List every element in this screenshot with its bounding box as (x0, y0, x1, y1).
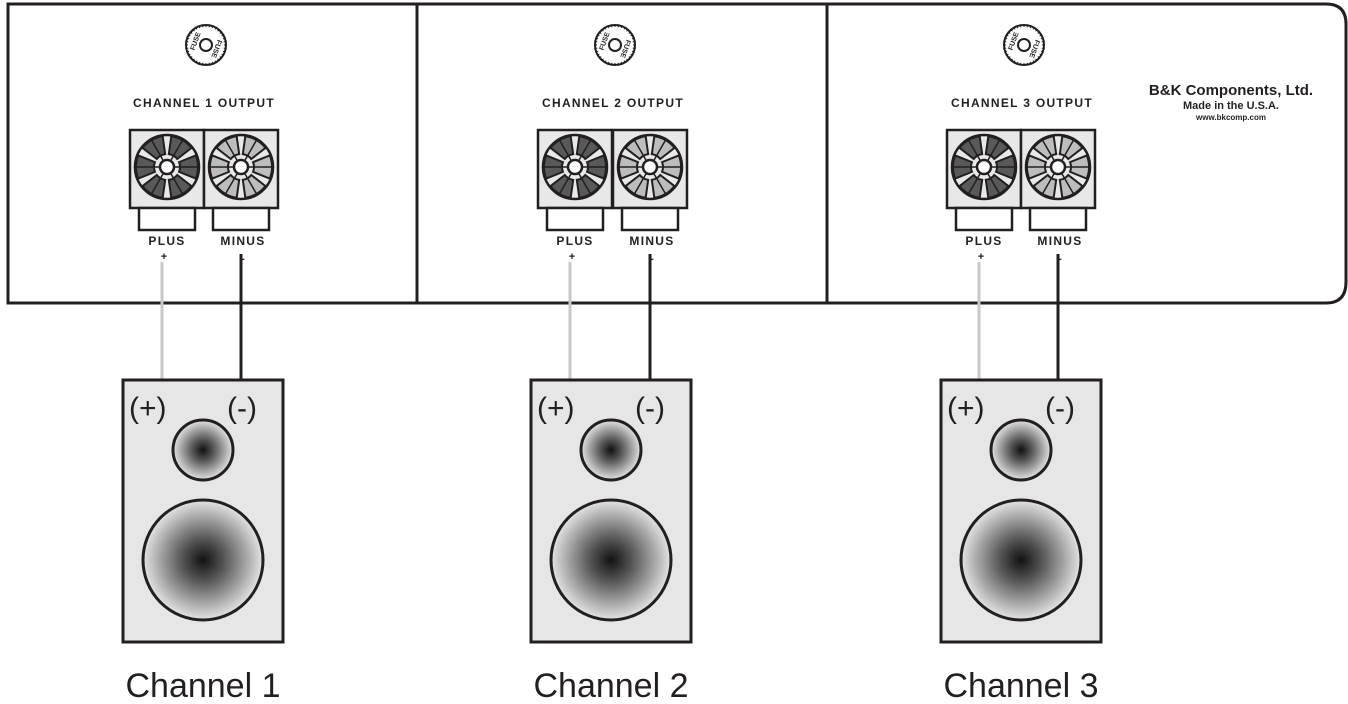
binding-post-knob (1024, 133, 1092, 201)
speaker: (+) (-) (121, 378, 285, 644)
minus-terminal (1019, 128, 1097, 232)
speaker: (+) (-) (939, 378, 1103, 644)
tweeter (171, 418, 235, 482)
speaker-plus-label: (+) (129, 392, 167, 425)
speaker-minus-label: (-) (635, 392, 665, 425)
channel-caption: Channel 1 (125, 667, 280, 704)
binding-post-knob (133, 133, 201, 201)
plus-sign: + (978, 251, 984, 263)
plus-label: PLUS (965, 234, 1002, 248)
binding-post-knob (207, 133, 275, 201)
minus-sign: - (241, 253, 245, 265)
woofer (549, 498, 673, 622)
minus-label: MINUS (220, 234, 265, 248)
brand-url: www.bkcomp.com (1195, 113, 1266, 122)
plus-terminal (945, 128, 1023, 232)
speaker-minus-label: (-) (227, 392, 257, 425)
binding-post-knob (950, 133, 1018, 201)
channel-caption: Channel 3 (943, 667, 1098, 704)
channel-caption: Channel 2 (533, 667, 688, 704)
channel-output-label: CHANNEL 3 OUTPUT (951, 96, 1093, 110)
plus-label: PLUS (148, 234, 185, 248)
speaker-plus-label: (+) (947, 392, 985, 425)
brand-origin: Made in the U.S.A. (1183, 100, 1279, 112)
plus-sign: + (569, 251, 575, 263)
plus-terminal (536, 128, 614, 232)
minus-label: MINUS (1037, 234, 1082, 248)
speaker-plus-label: (+) (537, 392, 575, 425)
minus-label: MINUS (629, 234, 674, 248)
plus-sign: + (161, 251, 167, 263)
minus-terminal (611, 128, 689, 232)
channel-output-label: CHANNEL 1 OUTPUT (133, 96, 275, 110)
speaker: (+) (-) (529, 378, 693, 644)
plus-label: PLUS (556, 234, 593, 248)
speaker-minus-label: (-) (1045, 392, 1075, 425)
minus-sign: - (1058, 253, 1062, 265)
channel-output-label: CHANNEL 2 OUTPUT (542, 96, 684, 110)
tweeter (989, 418, 1053, 482)
woofer (959, 498, 1083, 622)
plus-terminal (128, 128, 206, 232)
brand-name: B&K Components, Ltd. (1149, 82, 1313, 99)
minus-terminal (202, 128, 280, 232)
woofer (141, 498, 265, 622)
binding-post-knob (541, 133, 609, 201)
minus-sign: - (650, 253, 654, 265)
binding-post-knob (616, 133, 684, 201)
tweeter (579, 418, 643, 482)
